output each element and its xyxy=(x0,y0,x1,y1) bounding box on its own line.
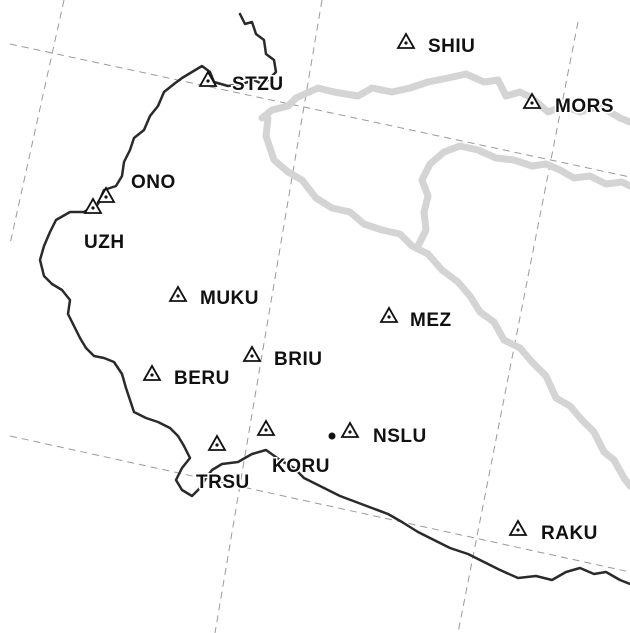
event-dot-icon xyxy=(328,432,336,440)
station-uzh: UZH xyxy=(83,197,126,255)
station-marker-icon xyxy=(142,364,162,381)
station-marker-icon xyxy=(168,285,188,302)
station-ono: ONO xyxy=(96,171,177,203)
station-marker-icon xyxy=(242,345,262,362)
station-koru: KORU xyxy=(256,419,331,479)
station-label: MEZ xyxy=(410,310,452,331)
main-border xyxy=(38,12,630,586)
station-marker-dot xyxy=(150,373,154,377)
station-shiu: SHIU xyxy=(396,32,476,59)
stations: SHIU STZU MORS ONO UZH MUKU MEZ BRIU BERU NSLU KOR… xyxy=(83,32,615,546)
station-marker-icon xyxy=(256,419,276,436)
secondary-border-line xyxy=(262,114,630,490)
station-marker-dot xyxy=(176,294,180,298)
station-marker-dot xyxy=(404,41,408,45)
station-beru: BERU xyxy=(142,364,231,391)
station-raku: RAKU xyxy=(508,519,599,546)
station-marker-dot xyxy=(250,354,254,358)
station-marker-icon xyxy=(522,92,542,109)
station-marker-dot xyxy=(516,528,520,532)
secondary-border xyxy=(258,70,630,490)
station-label: STZU xyxy=(232,74,284,95)
station-label: BERU xyxy=(174,368,230,389)
graticule-line xyxy=(214,0,323,633)
graticule-line xyxy=(9,43,630,178)
station-marker-dot xyxy=(530,101,534,105)
station-label: BRIU xyxy=(274,349,322,370)
secondary-border-line xyxy=(414,142,630,250)
station-label: TRSU xyxy=(196,472,250,493)
station-stzu: STZU xyxy=(198,70,285,97)
station-marker-icon xyxy=(396,32,416,49)
station-trsu: TRSU xyxy=(195,434,251,495)
station-marker-dot xyxy=(387,315,391,319)
station-label: RAKU xyxy=(541,523,598,544)
station-marker-dot xyxy=(206,79,210,83)
main-border-west xyxy=(38,12,630,586)
station-label: KORU xyxy=(272,456,330,477)
station-mez: MEZ xyxy=(379,306,453,333)
station-marker-icon xyxy=(508,519,528,536)
station-marker-icon xyxy=(83,197,103,214)
station-marker-dot xyxy=(91,206,95,210)
secondary-border-line xyxy=(258,70,630,126)
station-label: ONO xyxy=(131,172,176,193)
station-marker-dot xyxy=(264,428,268,432)
station-label: UZH xyxy=(84,232,125,253)
station-marker-icon xyxy=(340,421,360,438)
station-marker-icon xyxy=(379,306,399,323)
graticule-line xyxy=(9,435,630,573)
station-marker-icon xyxy=(198,70,218,87)
station-label: MUKU xyxy=(200,288,259,309)
station-mors: MORS xyxy=(522,92,615,119)
station-marker-icon xyxy=(96,186,116,203)
station-label: MORS xyxy=(555,96,614,117)
graticule xyxy=(9,0,630,633)
station-nslu: NSLU xyxy=(340,421,428,449)
station-muku: MUKU xyxy=(168,285,260,311)
station-label: NSLU xyxy=(373,426,427,447)
station-marker-dot xyxy=(215,443,219,447)
station-marker-dot xyxy=(348,430,352,434)
station-briu: BRIU xyxy=(242,345,323,372)
station-marker-icon xyxy=(207,434,227,451)
station-label: SHIU xyxy=(428,36,475,57)
station-marker-dot xyxy=(104,195,108,199)
graticule-line xyxy=(9,0,65,245)
graticule-line xyxy=(457,21,579,633)
